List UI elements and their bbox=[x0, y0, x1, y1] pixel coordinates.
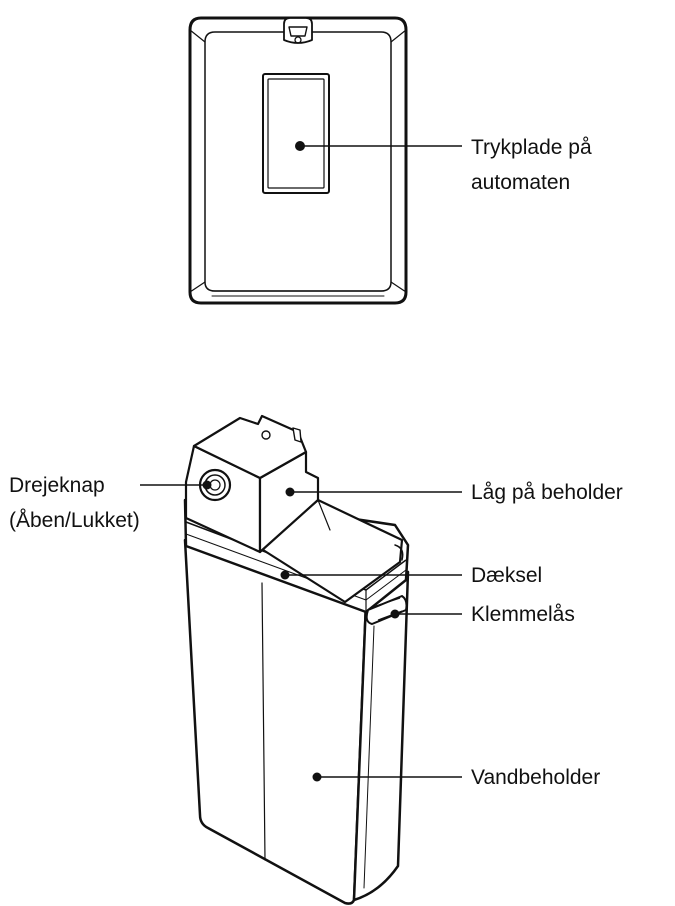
label-knob-line1: Drejeknap bbox=[9, 474, 105, 497]
label-knob-line2: (Åben/Lukket) bbox=[9, 509, 140, 532]
label-cover: Dæksel bbox=[471, 564, 542, 587]
label-clamp: Klemmelås bbox=[471, 603, 575, 626]
label-push-plate-line2: automaten bbox=[471, 171, 570, 194]
label-container-lid: Låg på beholder bbox=[471, 481, 623, 504]
dispenser-panel bbox=[188, 16, 408, 305]
callouts bbox=[140, 141, 462, 782]
label-push-plate-line1: Trykplade på bbox=[471, 136, 592, 159]
container-lid[interactable] bbox=[184, 414, 404, 604]
rotary-knob[interactable] bbox=[198, 468, 232, 502]
clamp-lock[interactable] bbox=[365, 595, 408, 625]
label-water-container: Vandbeholder bbox=[471, 766, 600, 789]
push-plate[interactable] bbox=[262, 73, 330, 194]
water-container-body bbox=[183, 538, 410, 905]
